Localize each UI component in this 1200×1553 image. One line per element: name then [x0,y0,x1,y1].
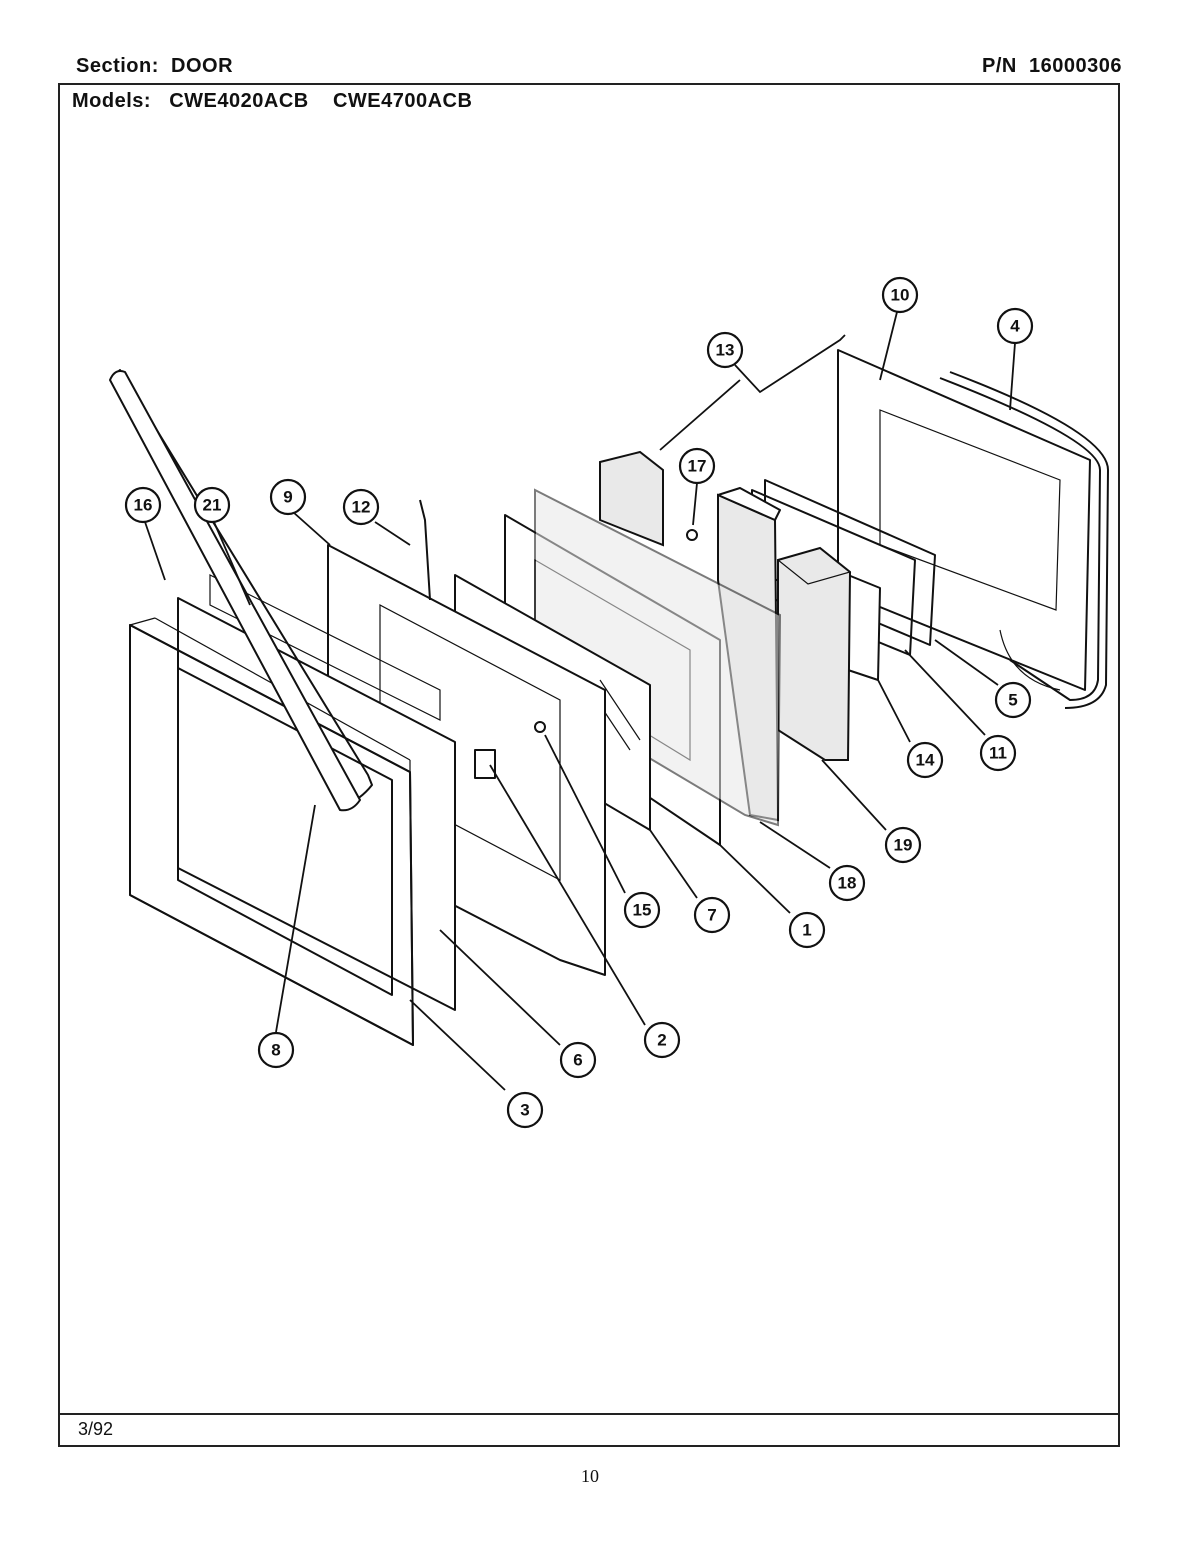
callout-4: 4 [996,307,1034,345]
svg-text:5: 5 [1008,691,1017,710]
footer-divider [58,1413,1120,1415]
callout-21: 21 [193,486,231,524]
svg-text:3: 3 [520,1101,529,1120]
callout-8: 8 [257,1031,295,1069]
svg-text:2: 2 [657,1031,666,1050]
svg-text:9: 9 [283,488,292,507]
svg-text:21: 21 [203,496,222,515]
section-label: Section: DOOR [76,55,234,77]
part-panel-6 [209,574,441,721]
callout-10: 10 [881,276,919,314]
models-line: Models: CWE4020ACB CWE4700ACB [72,90,473,112]
diagram-frame [58,83,1120,1447]
part-insulation-19 [776,546,852,761]
part-hinge-2 [474,749,496,779]
svg-text:8: 8 [271,1041,280,1060]
part-number: P/N 16000306 [982,55,1122,77]
callout-6: 6 [559,1041,597,1079]
revision-date: 3/92 [78,1419,114,1439]
svg-text:11: 11 [989,744,1007,763]
leader-lines [144,311,1016,1091]
part-screw-17 [686,529,698,541]
callout-13: 13 [706,331,744,369]
callout-1: 1 [788,911,826,949]
part-number-value: 16000306 [1028,55,1122,77]
part-insulation-13 [599,450,664,547]
section-value: DOOR [171,55,234,77]
model-2: CWE4700ACB [332,90,473,112]
svg-text:12: 12 [352,498,371,517]
callout-15: 15 [623,891,661,929]
callout-9: 9 [269,478,307,516]
page-number: 10 [581,1466,599,1486]
svg-text:19: 19 [894,836,913,855]
callout-17: 17 [678,447,716,485]
callout-7: 7 [693,896,731,934]
svg-text:15: 15 [633,901,652,920]
svg-text:17: 17 [688,457,707,476]
callout-3: 3 [506,1091,544,1129]
svg-text:4: 4 [1010,317,1020,336]
svg-text:7: 7 [707,906,716,925]
part-14 [847,574,881,681]
svg-text:16: 16 [134,496,153,515]
svg-text:14: 14 [916,751,935,770]
svg-text:13: 13 [716,341,735,360]
svg-text:10: 10 [891,286,910,305]
callout-12: 12 [342,488,380,526]
callout-2: 2 [643,1021,681,1059]
callout-5: 5 [994,681,1032,719]
model-1: CWE4020ACB [169,90,309,112]
callout-14: 14 [906,741,944,779]
callout-19: 19 [884,826,922,864]
part-handle-8 [109,369,373,812]
svg-text:18: 18 [838,874,857,893]
part-door-liner [837,349,1109,709]
svg-text:6: 6 [573,1051,582,1070]
svg-text:1: 1 [802,921,811,940]
callout-16: 16 [124,486,162,524]
callout-11: 11 [979,734,1017,772]
callout-18: 18 [828,864,866,902]
part-screw-15 [534,721,546,733]
